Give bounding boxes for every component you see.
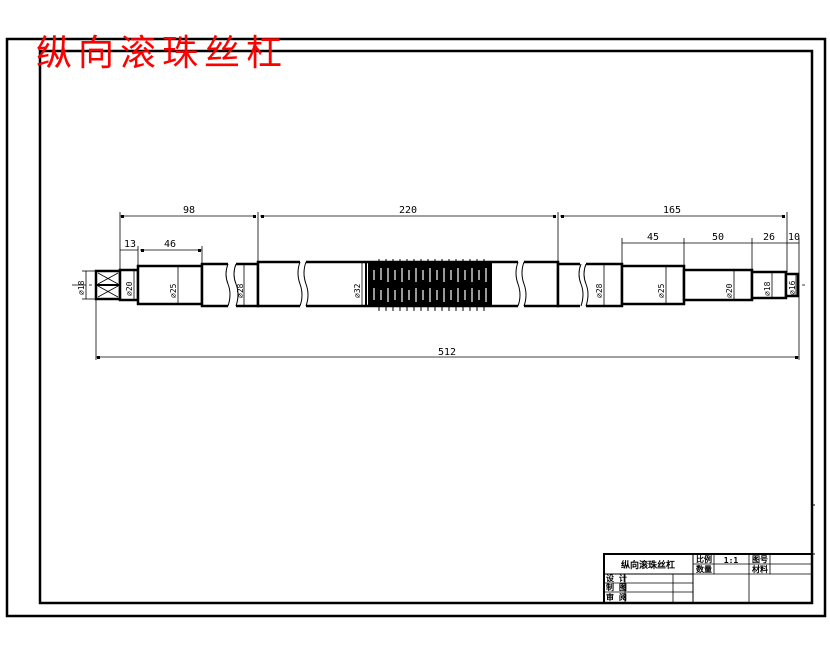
dia-label-d25-right: ⌀25 — [657, 283, 666, 298]
dim-45: 45 — [647, 232, 659, 243]
shaft-d20-right — [682, 268, 754, 302]
dim-512: 512 — [438, 347, 456, 358]
tb-drawing-no-label: 图号 — [752, 555, 768, 564]
dim-26: 26 — [763, 232, 775, 243]
thread-section — [365, 259, 492, 311]
dia-label-d20-right: ⌀20 — [725, 283, 734, 298]
tb-material-label: 材料 — [752, 564, 768, 574]
dia-label-d16-right: ⌀16 — [788, 280, 797, 295]
tb-drafter-label: 制 图 — [606, 582, 627, 592]
tb-part-name: 纵向滚珠丝杠 — [621, 559, 675, 571]
dim-13: 13 — [124, 239, 136, 250]
inner-frame — [38, 49, 814, 605]
shaft-d28-right — [556, 262, 624, 308]
dim-10: 10 — [788, 232, 800, 243]
tb-quantity-label: 数量 — [696, 564, 712, 574]
dim-46: 46 — [164, 239, 176, 250]
dim-98: 98 — [183, 205, 195, 216]
dia-label-d32: ⌀32 — [353, 283, 362, 298]
tb-scale-label: 比例 — [696, 554, 712, 564]
dia-label-d28-left: ⌀28 — [236, 283, 245, 298]
dia-label-d18-right: ⌀18 — [763, 281, 772, 296]
dia-label-d28-right: ⌀28 — [595, 283, 604, 298]
dim-220: 220 — [399, 205, 417, 216]
shaft — [94, 259, 800, 311]
tb-designer-label: 设 计 — [606, 573, 627, 583]
dim-50: 50 — [712, 232, 724, 243]
tb-scale-value: 1:1 — [724, 556, 739, 565]
dia-label-left-end: ⌀18 — [77, 280, 86, 295]
shaft-d25-right — [620, 264, 686, 306]
title-block — [603, 553, 813, 604]
drawing-title: 纵向滚珠丝杠 — [36, 33, 289, 74]
outer-frame — [5, 37, 827, 618]
tb-reviewer-label: 审 阅 — [606, 592, 627, 602]
dia-label-d20-left: ⌀20 — [125, 281, 134, 296]
dim-165: 165 — [663, 205, 681, 216]
dia-label-d25-left: ⌀25 — [169, 283, 178, 298]
shaft-d16-end — [784, 272, 800, 298]
